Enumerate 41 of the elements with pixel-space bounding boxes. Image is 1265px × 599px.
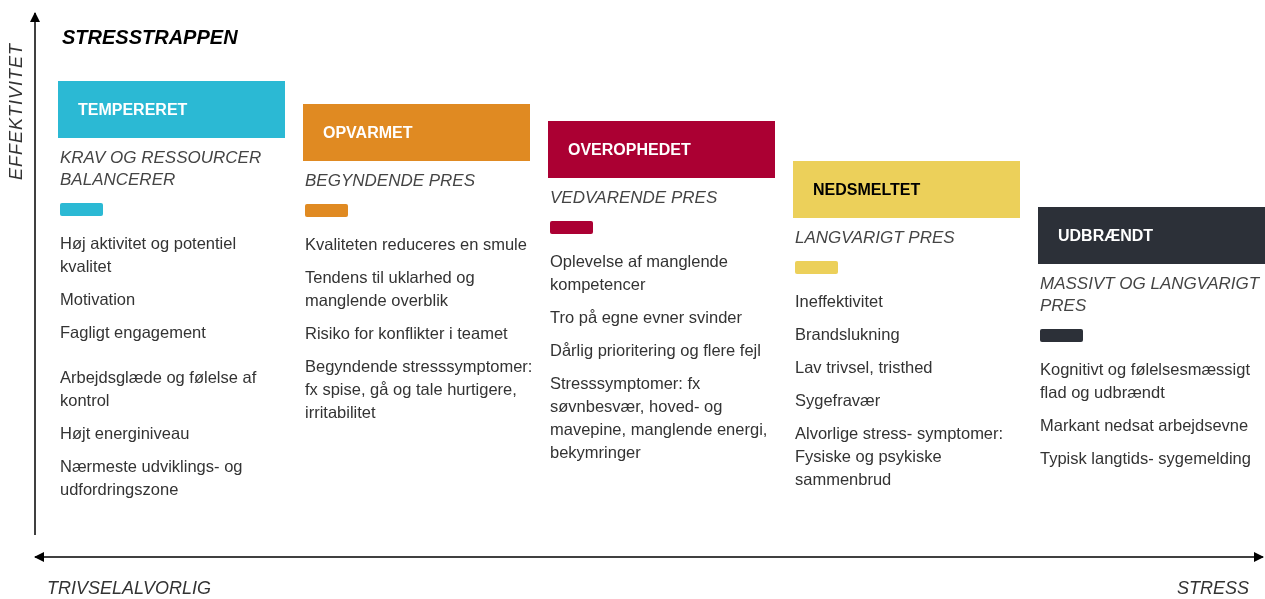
symptom-text: Typisk langtids- sygemelding xyxy=(1040,448,1252,469)
symptom-text: Risiko for konflikter i teamet xyxy=(305,323,509,344)
y-axis-label: EFFEKTIVITET xyxy=(6,43,27,180)
symptom-text: Højt energiniveau xyxy=(60,423,191,444)
stage-header-band xyxy=(548,121,775,178)
symptom-text: Kognitivt og følelsesmæssigt flad og udbrændt xyxy=(1040,359,1251,403)
symptom-text: Tro på egne evner svinder xyxy=(550,307,743,328)
x-axis-left-label: TRIVSELALVORLIG xyxy=(47,578,212,599)
symptom-text: Ineffektivitet xyxy=(795,291,884,312)
stage-title: OVEROPHEDET xyxy=(568,140,691,159)
stage-title: TEMPERERET xyxy=(78,100,188,119)
stage-subtitle: BEGYNDENDE PRES xyxy=(305,170,477,192)
stage-subtitle: KRAV OG RESSOURCER BALANCERER xyxy=(60,147,263,191)
stage-subtitle: MASSIVT OG LANGVARIGT PRES xyxy=(1040,273,1261,317)
stage-title: OPVARMET xyxy=(323,123,413,142)
x-axis-right-label: STRESS xyxy=(1176,578,1249,599)
stage-subtitle: LANGVARIGT PRES xyxy=(795,227,956,249)
diagram-title: STRESSTRAPPEN xyxy=(62,26,238,49)
stage-header-band xyxy=(793,161,1020,218)
symptom-text: Kvaliteten reduceres en smule xyxy=(305,234,528,255)
symptom-text: Markant nedsat arbejdsevne xyxy=(1040,415,1250,436)
symptom-text: Lav trivsel, tristhed xyxy=(795,357,934,378)
symptom-text: Nærmeste udviklings- og udfordringszone xyxy=(60,456,244,500)
symptom-text: Dårlig prioritering og flere fejl xyxy=(550,340,762,361)
symptom-text: Høj aktivitet og potentiel kvalitet xyxy=(60,233,238,277)
symptom-text: Oplevelse af manglende kompetencer xyxy=(550,251,729,295)
stage-header-band xyxy=(303,104,530,161)
stage-header-band xyxy=(58,81,285,138)
stage-header-band xyxy=(1038,207,1265,264)
stage-title: UDBRÆNDT xyxy=(1058,226,1154,245)
symptom-text: Sygefravær xyxy=(795,390,882,411)
symptom-text: Alvorlige stress- symptomer: Fysiske og psykiske sammenbrud xyxy=(795,423,1005,490)
symptom-text: Tendens til uklarhed og manglende overblik xyxy=(305,267,476,311)
symptom-text: Fagligt engagement xyxy=(60,322,207,343)
stage-subtitle: VEDVARENDE PRES xyxy=(550,187,719,209)
symptom-text: Stresssymptomer: fx søvnbesvær, hoved- og mavepine, manglende energi, bekymringer xyxy=(550,373,769,463)
symptom-text: Arbejdsglæde og følelse af kontrol xyxy=(60,367,258,411)
stage-title: NEDSMELTET xyxy=(813,180,921,199)
symptom-text: Motivation xyxy=(60,289,137,310)
symptom-text: Brandslukning xyxy=(795,324,901,345)
symptom-text: Begyndende stresssymptomer: fx spise, gå og tale hurtigere, irritabilitet xyxy=(305,356,534,423)
